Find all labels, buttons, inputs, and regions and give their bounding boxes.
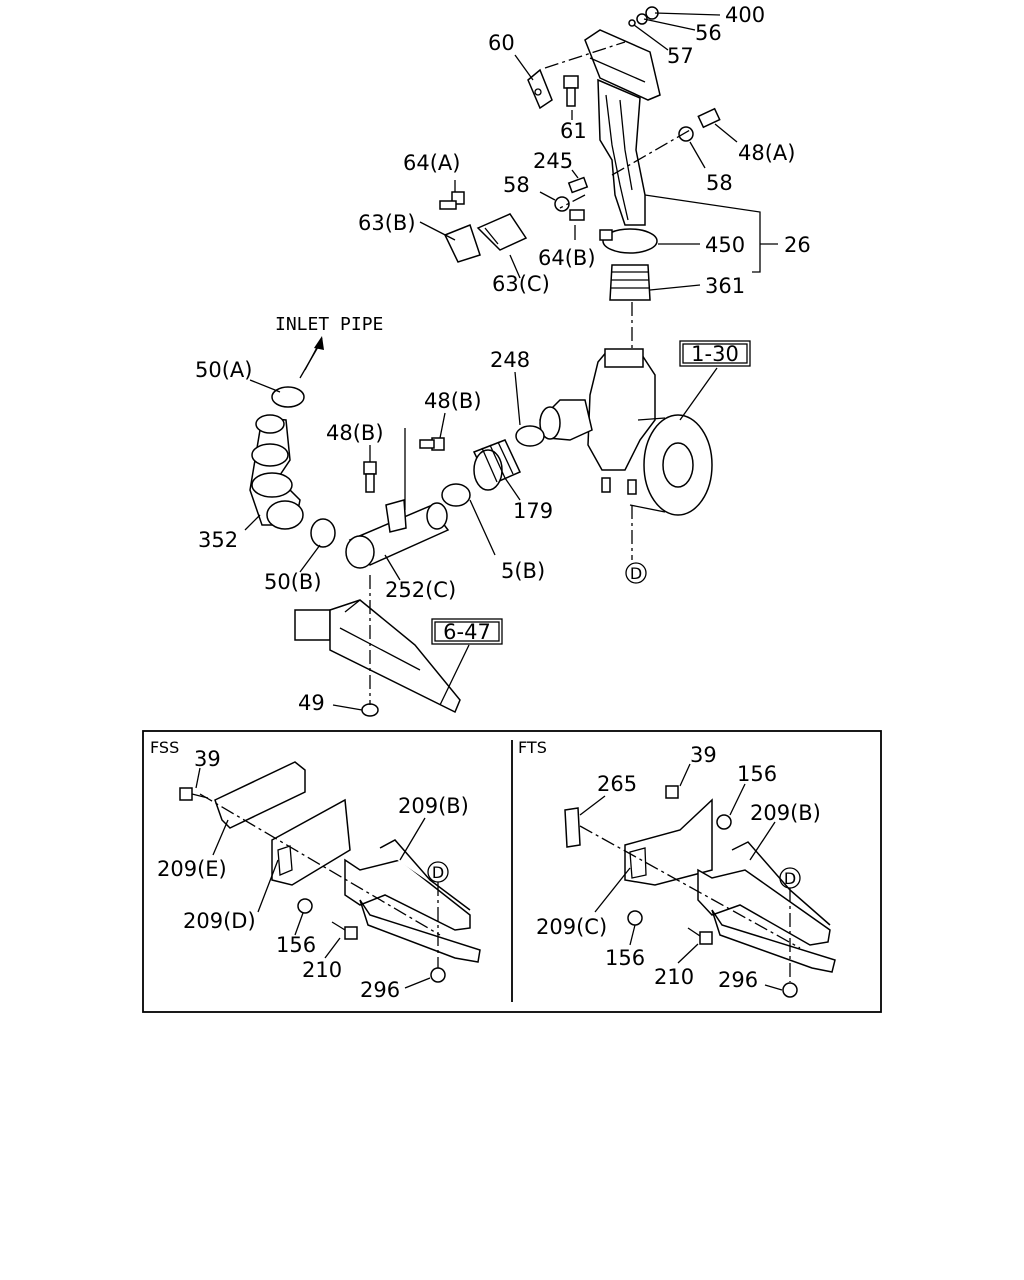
label-48b-top: 48(B) xyxy=(424,389,482,413)
label-50a: 50(A) xyxy=(195,358,252,382)
fss-bolt-39 xyxy=(179,787,193,801)
assembly-centerlines xyxy=(369,41,691,705)
fts-callout-d-label: D xyxy=(784,869,796,888)
fss-label-156: 156 xyxy=(276,933,316,957)
label-50b: 50(B) xyxy=(264,570,322,594)
spacer-245-part xyxy=(554,176,589,221)
hose-179-part xyxy=(441,425,545,507)
fts-label-156-top: 156 xyxy=(737,762,777,786)
fts-bolt-39 xyxy=(665,785,679,799)
label-5b: 5(B) xyxy=(501,559,545,583)
inlet-arrow-icon xyxy=(299,336,324,379)
label-58-left: 58 xyxy=(503,173,530,197)
callout-d-upper: D xyxy=(625,562,647,584)
fss-panel: FSS D 39 209(E) 209(D) 209(B) 1 xyxy=(150,738,481,1002)
label-58-right: 58 xyxy=(706,171,733,195)
clamp-450-part xyxy=(599,228,658,254)
label-352: 352 xyxy=(198,528,238,552)
label-63c: 63(C) xyxy=(492,272,550,296)
bolt-64a-part xyxy=(439,191,465,210)
bolt-61-part xyxy=(563,75,579,107)
fts-label-296: 296 xyxy=(718,968,758,992)
fts-nut-156-bottom xyxy=(627,910,643,926)
ref-6-47-label: 6-47 xyxy=(443,620,491,644)
nut-400-part xyxy=(628,6,659,27)
fss-plate-209e xyxy=(214,761,306,829)
bolt-48b-part xyxy=(363,437,445,493)
label-179: 179 xyxy=(513,499,553,523)
fts-label-210: 210 xyxy=(654,965,694,989)
ref-box-6-47: 6-47 xyxy=(431,618,503,645)
fss-nut-296 xyxy=(430,967,446,983)
fts-callout-d xyxy=(779,867,801,889)
bolt-48a-part xyxy=(678,107,721,142)
fts-bolt-210 xyxy=(699,931,713,945)
fss-label-209b: 209(B) xyxy=(398,794,469,818)
label-57: 57 xyxy=(667,44,694,68)
fss-title: FSS xyxy=(150,738,179,757)
label-64a: 64(A) xyxy=(403,151,460,175)
fss-label-39: 39 xyxy=(194,747,221,771)
fts-label-265: 265 xyxy=(597,772,637,796)
label-361: 361 xyxy=(705,274,745,298)
label-26: 26 xyxy=(784,233,811,257)
label-48a: 48(A) xyxy=(738,141,795,165)
label-48b-left: 48(B) xyxy=(326,421,384,445)
fss-rail-209b xyxy=(344,858,471,931)
fts-title: FTS xyxy=(518,738,547,757)
bracket-63-part xyxy=(443,213,528,263)
label-49: 49 xyxy=(298,691,325,715)
bracket-6-47-part xyxy=(294,599,461,717)
fts-panel: FTS D 39 156 265 209(B) 20 xyxy=(518,738,836,998)
ref-1-30-label: 1-30 xyxy=(691,342,739,366)
fss-callout-d xyxy=(427,861,449,883)
fss-label-210: 210 xyxy=(302,958,342,982)
label-245: 245 xyxy=(533,149,573,173)
ref-box-1-30: 1-30 xyxy=(679,340,751,367)
label-60: 60 xyxy=(488,31,515,55)
intake-duct-part xyxy=(584,29,661,226)
fss-nut-156 xyxy=(297,898,313,914)
fss-callout-d-label: D xyxy=(432,863,444,882)
fts-label-156-bottom: 156 xyxy=(605,946,645,970)
label-63b: 63(B) xyxy=(358,211,416,235)
fts-nut-156-top xyxy=(716,814,732,830)
fts-rail-209b xyxy=(697,868,831,946)
label-400: 400 xyxy=(725,3,765,27)
fss-label-296: 296 xyxy=(360,978,400,1002)
label-64b: 64(B) xyxy=(538,246,596,270)
fts-label-209b: 209(B) xyxy=(750,801,821,825)
label-61: 61 xyxy=(560,119,587,143)
fss-label-209d: 209(D) xyxy=(183,909,256,933)
label-252c: 252(C) xyxy=(385,578,456,602)
inlet-pipe-label: INLET PIPE xyxy=(275,314,383,335)
fts-clip-265 xyxy=(564,807,581,848)
callout-d-label: D xyxy=(630,564,642,583)
fts-label-209c: 209(C) xyxy=(536,915,607,939)
boot-361-part xyxy=(609,264,651,301)
bracket-60-part xyxy=(527,68,553,110)
air-cleaner-part xyxy=(539,348,713,516)
hose-352-part xyxy=(249,386,336,548)
fts-nut-296 xyxy=(782,982,798,998)
fts-label-39: 39 xyxy=(690,743,717,767)
pipe-252c-part xyxy=(345,499,450,569)
label-56: 56 xyxy=(695,21,722,45)
fss-label-209e: 209(E) xyxy=(157,857,227,881)
detail-frame xyxy=(142,730,882,1013)
label-450: 450 xyxy=(705,233,745,257)
fss-bolt-210 xyxy=(344,926,358,940)
label-248: 248 xyxy=(490,348,530,372)
fss-bracket-209d xyxy=(271,798,351,886)
